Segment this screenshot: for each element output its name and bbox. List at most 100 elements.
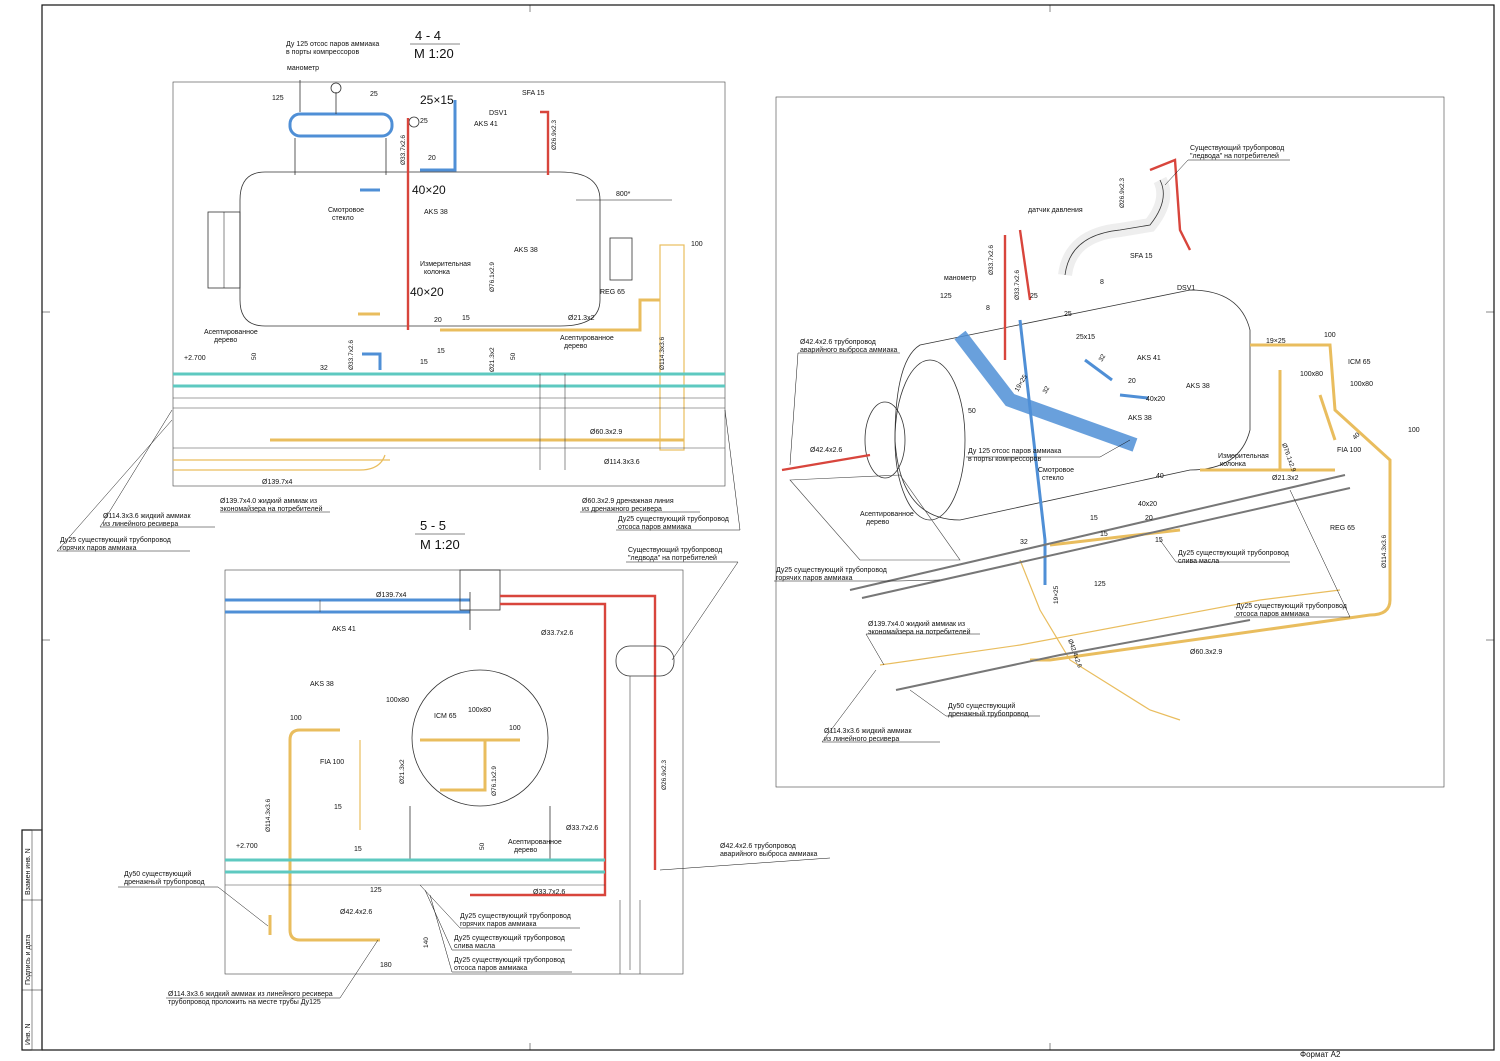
l55-d33a: Ø33.7x2.6 xyxy=(541,630,573,637)
section-5-5-title: 5 - 5 xyxy=(420,518,446,533)
l44-d76: Ø76.1x2.9 xyxy=(489,262,496,292)
section-4-4-title: 4 - 4 xyxy=(415,28,441,43)
c55-suct-1: Ду25 существующий трубопровод xyxy=(454,956,565,964)
c44-suct-2: отсоса паров аммиака xyxy=(618,524,691,531)
li-n19x25a: 19×25 xyxy=(1266,338,1286,345)
l44-suction-note-1: Ду 125 отсос паров аммиака xyxy=(286,41,379,48)
c55-liq-2: трубопровод проложить на месте трубы Ду1… xyxy=(168,998,321,1006)
l44-elev: +2.700 xyxy=(184,355,206,362)
li-aks41: AKS 41 xyxy=(1137,355,1161,362)
l55-n15a: 15 xyxy=(334,804,342,811)
c55-emerg-1: Ø42.4x2.6 трубопровод xyxy=(720,842,796,850)
li-n25x15: 25x15 xyxy=(1076,334,1095,341)
ci-liq-2: из линейного ресивера xyxy=(824,735,899,743)
c44-hot-2: горячих паров аммиака xyxy=(60,545,137,552)
li-n100x80a: 100x80 xyxy=(1300,371,1323,378)
l55-n140: 140 xyxy=(423,937,430,948)
li-col-2: колонка xyxy=(1220,461,1246,468)
li-wood-1: Асептированное xyxy=(860,511,914,518)
ci-suction-2: в порты компрессоров xyxy=(968,456,1041,463)
li-dsv1: DSV1 xyxy=(1177,285,1195,292)
l44-n100: 100 xyxy=(691,241,703,248)
li-n20b: 20 xyxy=(1145,515,1153,522)
li-n40a: 40 xyxy=(1351,431,1361,441)
view-section-5-5: 5 - 5 М 1:20 Существующий труб xyxy=(118,518,831,1006)
c44-hot-1: Ду25 существующий трубопровод xyxy=(60,536,171,544)
l55-aks41: AKS 41 xyxy=(332,626,356,633)
li-n15b: 15 xyxy=(1100,531,1108,538)
li-sfa15: SFA 15 xyxy=(1130,253,1153,260)
l55-100x80a: 100x80 xyxy=(386,697,409,704)
li-reg65: REG 65 xyxy=(1330,525,1355,532)
stamp-replaced-inv: Взамен инв. N xyxy=(25,848,32,895)
l44-n15a: 15 xyxy=(462,315,470,322)
li-aks38b: AKS 38 xyxy=(1128,415,1152,422)
l44-sfa15: SFA 15 xyxy=(522,90,545,97)
c44-liq-rec-2: из линейного ресивера xyxy=(103,520,178,528)
li-fia100: FIA 100 xyxy=(1337,447,1361,454)
l44-wood2-1: Асептированное xyxy=(560,335,614,342)
l44-n15c: 15 xyxy=(420,359,428,366)
l55-fia100: FIA 100 xyxy=(320,759,344,766)
c55-oil-2: слива масла xyxy=(454,943,495,950)
l44-aks41: AKS 41 xyxy=(474,121,498,128)
c44-drain-1: Ø60.3x2.9 дренажная линия xyxy=(582,498,674,505)
li-n20a: 20 xyxy=(1128,378,1136,385)
li-d33b: Ø33.7x2.6 xyxy=(1014,270,1021,300)
c44-liq-rec-1: Ø114.3x3.6 жидкий аммиак xyxy=(103,512,191,520)
valve-assembly-top xyxy=(459,569,501,611)
l55-n100a: 100 xyxy=(290,715,302,722)
l44-d33b: Ø33.7x2.6 xyxy=(348,340,355,370)
li-wood-2: дерево xyxy=(866,519,889,526)
c44-drain-2: из дренажного ресивера xyxy=(582,506,662,513)
title-stamp: Взамен инв. N Подпись и дата Инв. N xyxy=(21,829,43,1051)
l55-n100b: 100 xyxy=(509,725,521,732)
li-existing-2: "ледвода" на потребителей xyxy=(1190,152,1279,160)
li-n100x80b: 100x80 xyxy=(1350,381,1373,388)
l44-dsv1: DSV1 xyxy=(489,110,507,117)
c55-oil-1: Ду25 существующий трубопровод xyxy=(454,934,565,942)
li-d26: Ø26.9x2.3 xyxy=(1119,178,1126,208)
l44-box-25x15: 25×15 xyxy=(420,93,454,107)
ci-emerg-2: аварийного выброса аммиака xyxy=(800,346,898,354)
stamp-inv-no: Инв. N xyxy=(25,1023,32,1045)
l55-n15b: 15 xyxy=(354,846,362,853)
l44-n32: 32 xyxy=(320,365,328,372)
l55-wood-2: дерево xyxy=(514,847,537,854)
l44-sight-2: стекло xyxy=(332,215,354,222)
li-n100b: 100 xyxy=(1408,427,1420,434)
c44-suct-1: Ду25 существующий трубопровод xyxy=(618,515,729,523)
c44-liq-eco-2: экономайзера на потребителей xyxy=(220,505,323,513)
l44-suction-note-2: в порты компрессоров xyxy=(286,49,359,56)
li-existing-1: Существующий трубопровод xyxy=(1190,144,1284,152)
l55-d139: Ø139.7x4 xyxy=(376,592,406,599)
li-d60: Ø60.3x2.9 xyxy=(1190,649,1222,656)
li-n40b: 40 xyxy=(1156,473,1164,480)
li-icm65: ICM 65 xyxy=(1348,359,1371,366)
li-n25a: 25 xyxy=(1030,293,1038,300)
li-n25b: 25 xyxy=(1064,311,1072,318)
ci-emerg-1: Ø42.4x2.6 трубопровод xyxy=(800,338,876,346)
li-n40x20b: 40x20 xyxy=(1138,501,1157,508)
stamp-sign-date: Подпись и дата xyxy=(25,935,32,985)
c55-hot-2: горячих паров аммиака xyxy=(460,921,537,928)
li-n15a: 15 xyxy=(1090,515,1098,522)
l44-n25a: 25 xyxy=(370,91,378,98)
l55-n50: 50 xyxy=(479,842,486,850)
c44-liq-eco-1: Ø139.7x4.0 жидкий аммиак из xyxy=(220,497,317,505)
section-4-4-scale: М 1:20 xyxy=(414,46,454,61)
l55-existing-2: "ледвода" на потребителей xyxy=(628,554,717,562)
li-n15c: 15 xyxy=(1155,537,1163,544)
l55-d26: Ø26.9x2.3 xyxy=(661,760,668,790)
sheet-frame xyxy=(41,4,1495,1051)
manometer-gauge xyxy=(330,82,342,94)
l55-d33b: Ø33.7x2.6 xyxy=(566,825,598,832)
l44-aks38b: AKS 38 xyxy=(514,247,538,254)
ci-suct-2: отсоса паров аммиака xyxy=(1236,611,1309,618)
li-d33a: Ø33.7x2.6 xyxy=(988,245,995,275)
l44-col-2: колонка xyxy=(424,269,450,276)
ci-eco-1: Ø139.7x4.0 жидкий аммиак из xyxy=(868,620,965,628)
ci-suction-1: Ду 125 отсос паров аммиака xyxy=(968,448,1061,455)
l55-icm65: ICM 65 xyxy=(434,713,457,720)
